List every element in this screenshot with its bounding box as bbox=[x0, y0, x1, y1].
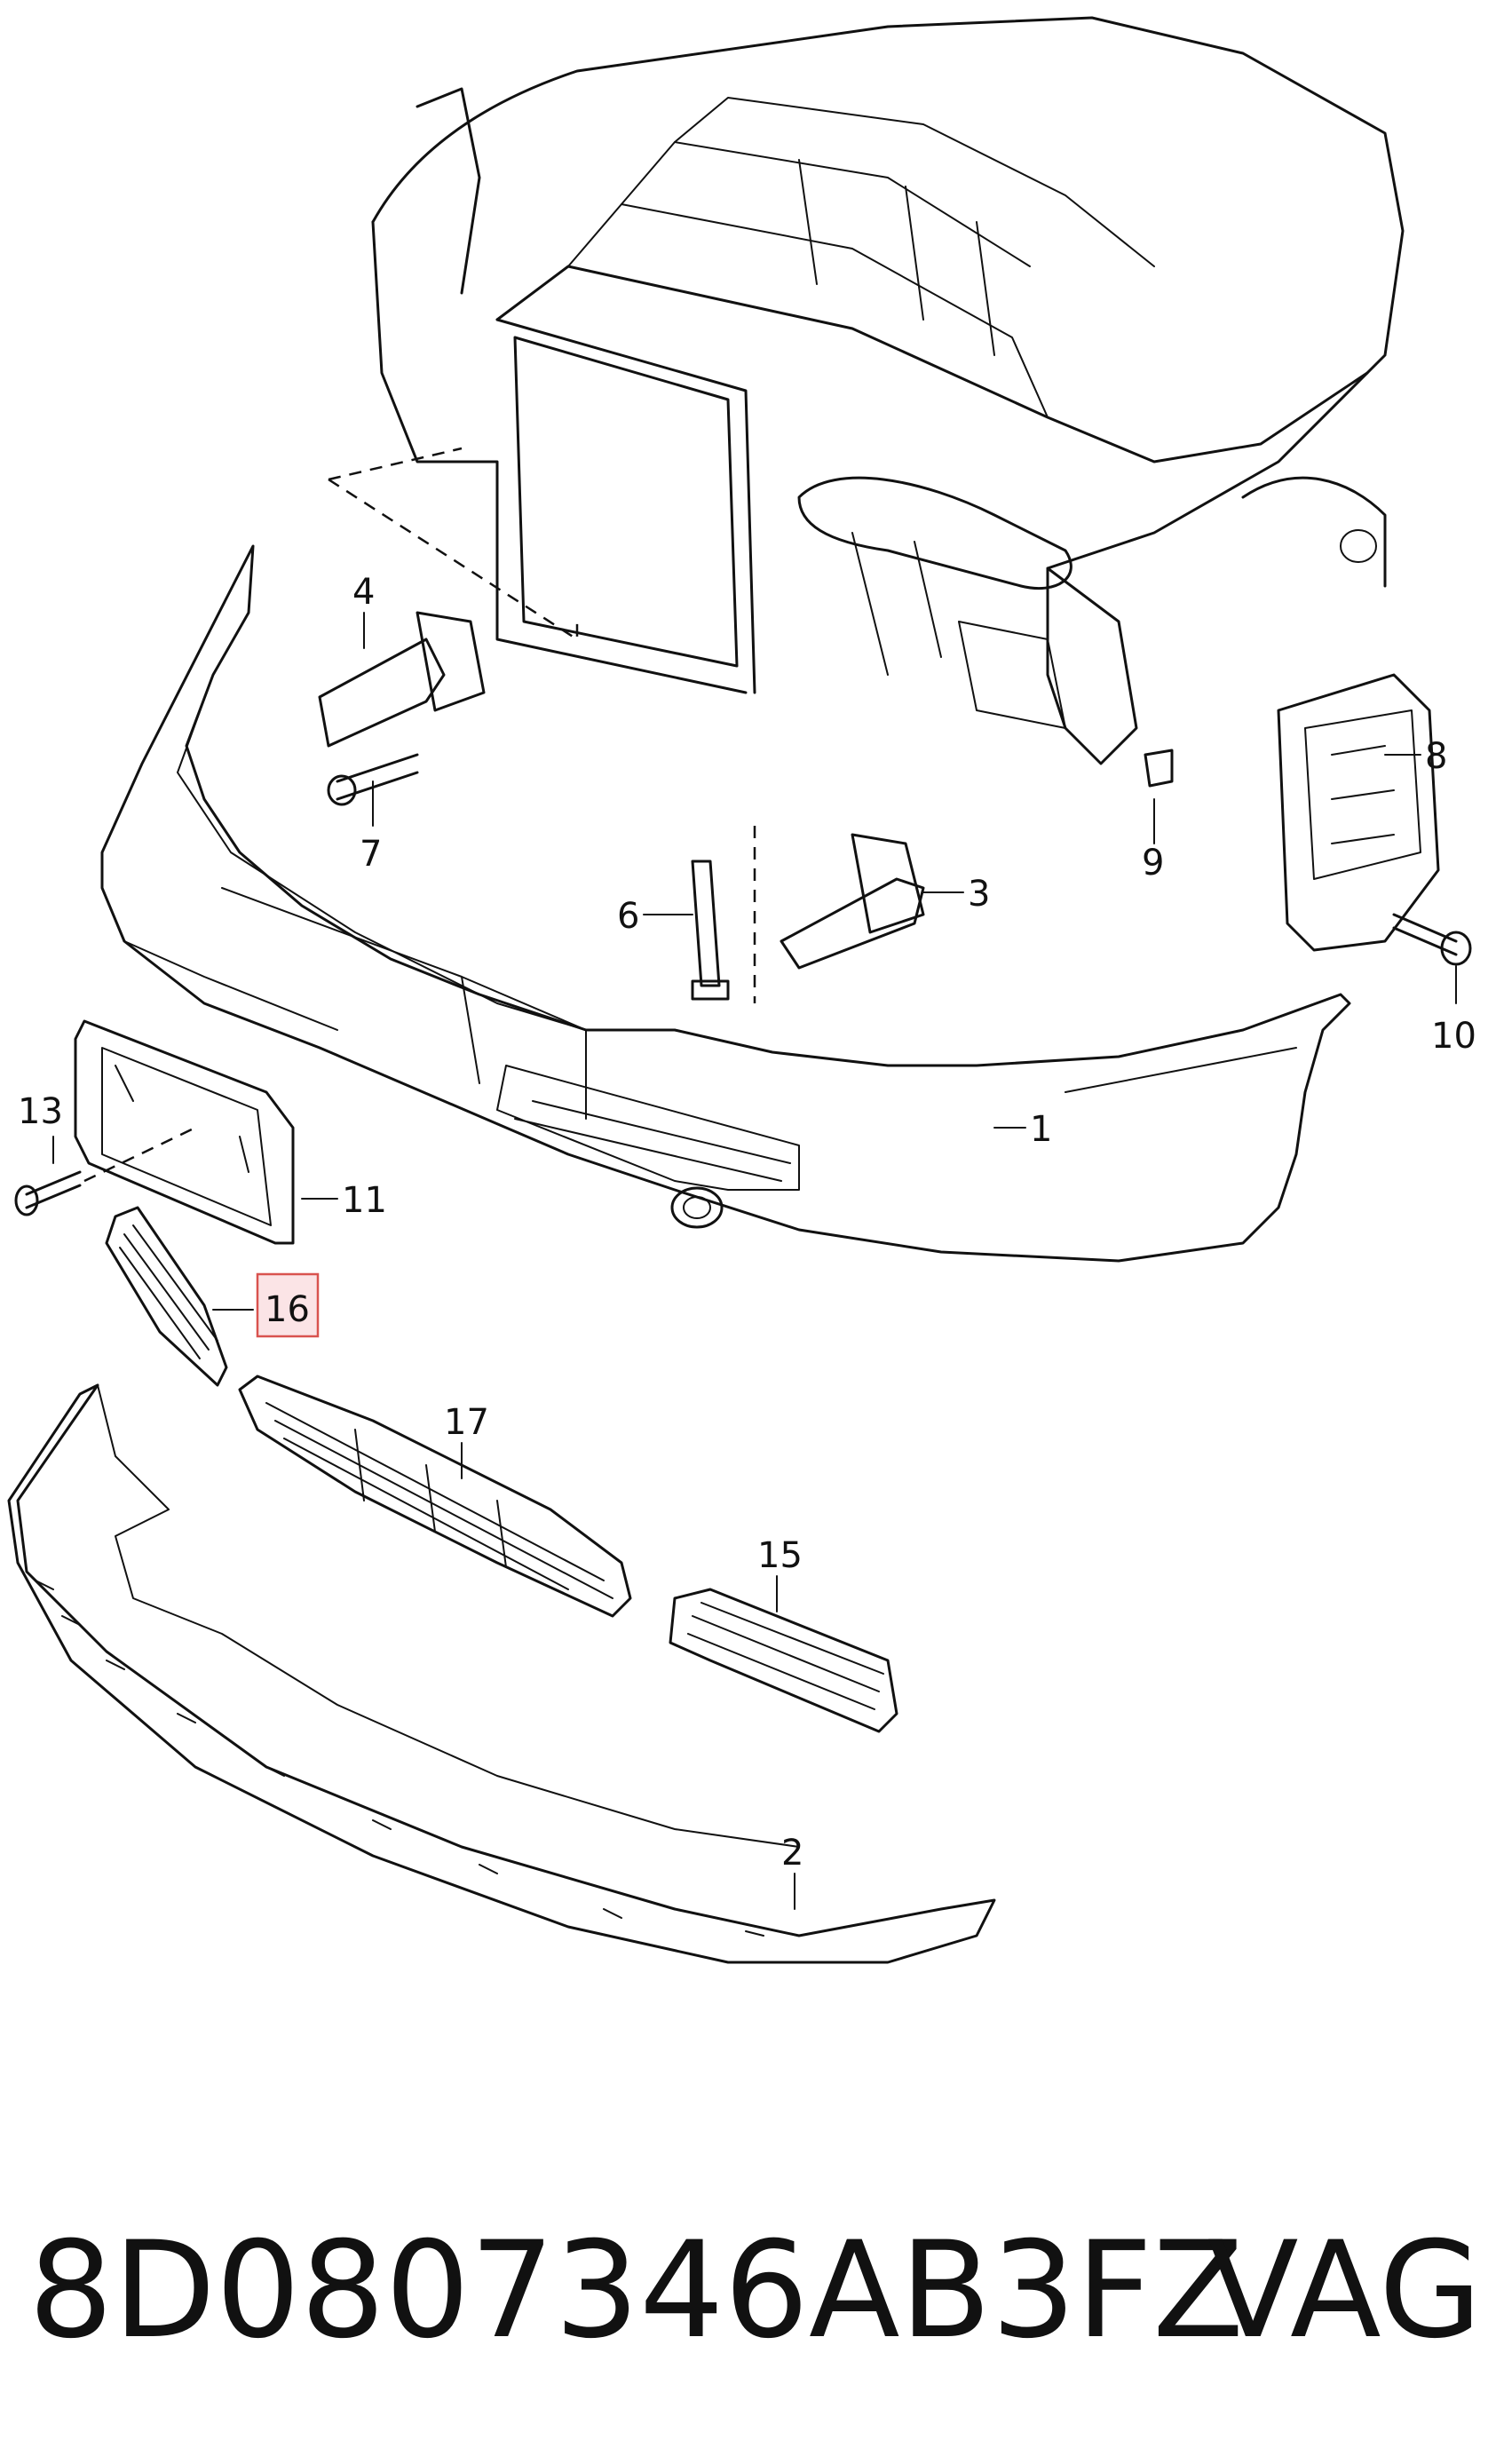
callout-label-4: 4 bbox=[352, 572, 375, 613]
callout-label-11: 11 bbox=[342, 1180, 387, 1221]
callout-label-2: 2 bbox=[781, 1833, 803, 1874]
callout-label-1: 1 bbox=[1030, 1109, 1052, 1150]
footer: 8D0807346AB3FZ VAG bbox=[0, 2180, 1488, 2402]
brand-label: VAG bbox=[1207, 2214, 1483, 2368]
lower-spoiler-2 bbox=[7, 1383, 996, 1964]
callout-label-17: 17 bbox=[444, 1402, 489, 1443]
callout-label-15: 15 bbox=[757, 1535, 803, 1576]
center-grille-17 bbox=[238, 1375, 632, 1618]
callout-label-9: 9 bbox=[1142, 843, 1164, 883]
highlight-box-16 bbox=[256, 1272, 320, 1338]
callout-label-16: 16 bbox=[265, 1289, 310, 1330]
callout-label-3: 3 bbox=[968, 874, 990, 915]
part-number: 8D0807346AB3FZ bbox=[28, 2214, 1244, 2368]
grille-insert-16 bbox=[105, 1206, 228, 1387]
leader-lines bbox=[52, 612, 1457, 1910]
side-grille-15 bbox=[669, 1588, 898, 1733]
callout-label-13: 13 bbox=[18, 1091, 63, 1132]
callout-label-7: 7 bbox=[360, 834, 382, 875]
callout-label-6: 6 bbox=[617, 896, 639, 937]
bumper-cover bbox=[100, 544, 1351, 1263]
license-plate-bracket bbox=[74, 1019, 295, 1245]
callout-label-8: 8 bbox=[1425, 736, 1447, 777]
callout-label-10: 10 bbox=[1431, 1016, 1476, 1057]
car-body-illustration bbox=[328, 16, 1405, 765]
mounting-hardware bbox=[14, 611, 1472, 1216]
callout-labels: 4 7 6 3 8 9 10 1 11 13 16 17 15 2 bbox=[18, 572, 1476, 1874]
